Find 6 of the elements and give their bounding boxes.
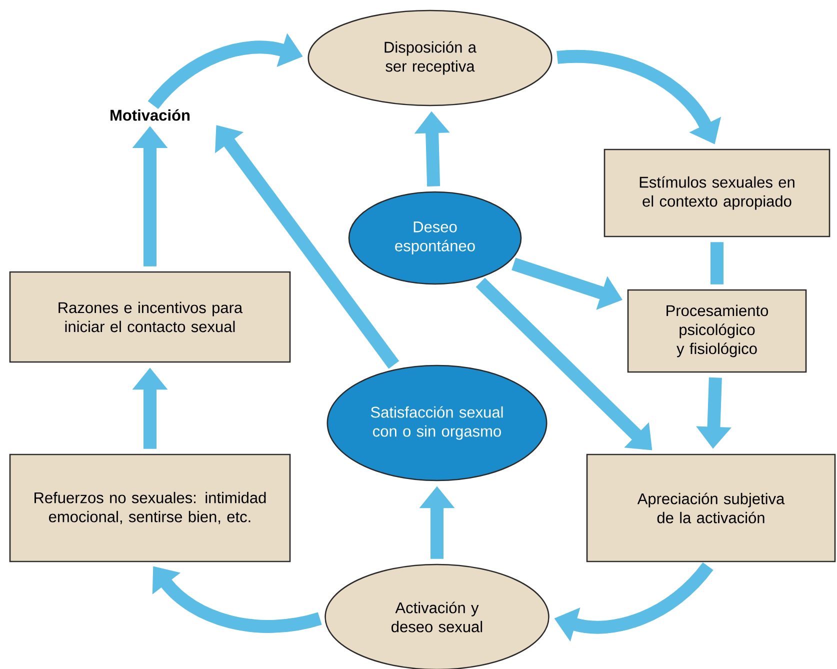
- process-box: Refuerzos no sexuales: intimidad emocional, sentirse bien, etc.: [9, 454, 291, 562]
- node-label: Motivación: [110, 109, 190, 121]
- process-box: Razones e incentivos para iniciar el contacto sexual: [9, 271, 291, 363]
- process-box: Procesamiento psicológico y fisiológico: [627, 289, 807, 373]
- process-box: Apreciación subjetiva de la activación: [586, 454, 836, 562]
- process-box: Estímulos sexuales en el contexto apropiado: [604, 148, 830, 238]
